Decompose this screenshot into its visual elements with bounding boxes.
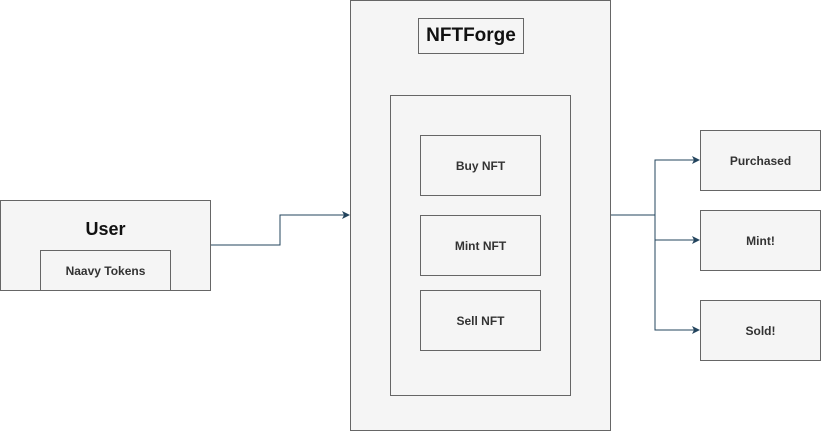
mint-nft-node: Mint NFT xyxy=(420,215,541,276)
purchased-label: Purchased xyxy=(729,153,792,168)
naavy-tokens-node: Naavy Tokens xyxy=(40,250,171,291)
nftforge-title-node: NFTForge xyxy=(418,18,524,54)
connector-user-to-nftforge xyxy=(211,211,350,246)
connector-to-sold xyxy=(654,240,700,334)
minted-node: Mint! xyxy=(700,210,821,271)
sell-nft-node: Sell NFT xyxy=(420,290,541,351)
minted-label: Mint! xyxy=(746,233,775,248)
sold-node: Sold! xyxy=(700,300,821,361)
naavy-tokens-label: Naavy Tokens xyxy=(65,263,146,278)
connector-to-minted xyxy=(654,215,700,244)
connector-to-purchased xyxy=(654,156,700,215)
purchased-node: Purchased xyxy=(700,130,821,191)
buy-nft-label: Buy NFT xyxy=(455,158,506,173)
nftforge-title: NFTForge xyxy=(426,25,516,46)
buy-nft-node: Buy NFT xyxy=(420,135,541,196)
sell-nft-label: Sell NFT xyxy=(456,313,505,328)
mint-nft-label: Mint NFT xyxy=(454,238,507,253)
sold-label: Sold! xyxy=(745,323,776,338)
user-title: User xyxy=(85,219,126,239)
